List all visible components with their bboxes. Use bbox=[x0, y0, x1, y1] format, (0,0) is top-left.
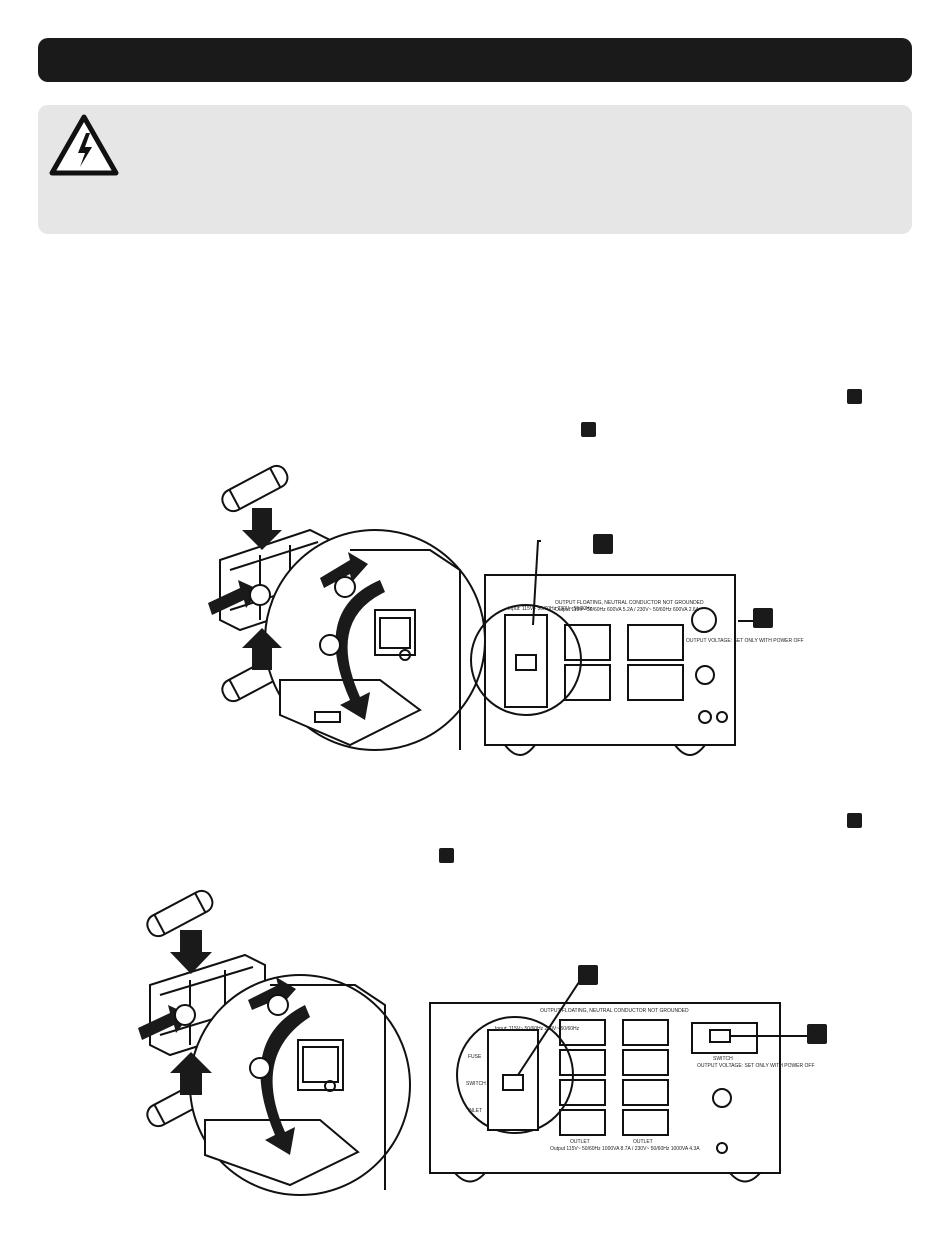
figure-1-fuse-replacement: Input: 115V~ 50/60Hz 230V~ 50/60Hz OUTPU… bbox=[208, 464, 804, 756]
electrical-hazard-icon bbox=[49, 114, 119, 176]
callout-a-fig2 bbox=[578, 965, 598, 985]
step-marker-4 bbox=[439, 848, 454, 863]
figure-2-fuse-replacement: Input: 115V~ 50/60Hz 230V~ 50/60Hz OUTPU… bbox=[138, 889, 815, 1196]
step-marker-2 bbox=[581, 422, 596, 437]
panel2-input-label: Input: 115V~ 50/60Hz 230V~ 50/60Hz bbox=[495, 1026, 580, 1032]
panel2-fuse-label: FUSE bbox=[468, 1054, 482, 1060]
voltage-selector-label: OUTPUT VOLTAGE: SET ONLY WITH POWER OFF bbox=[686, 638, 804, 644]
panel2-switch-box-label: SWITCH bbox=[713, 1056, 733, 1062]
fuse-top bbox=[221, 464, 289, 513]
callout-b-fig2 bbox=[807, 1024, 827, 1044]
callout-a-fig1 bbox=[593, 534, 613, 554]
panel-rating-text: Output 115V~ 50/60Hz 600VA 5.2A / 230V~ … bbox=[555, 607, 700, 613]
panel-input-label: Input: 115V~ 50/60Hz 230V~ 50/60Hz bbox=[508, 606, 593, 612]
panel2-selector-label: OUTPUT VOLTAGE: SET ONLY WITH POWER OFF bbox=[697, 1063, 815, 1069]
panel2-top-text: OUTPUT FLOATING, NEUTRAL CONDUCTOR NOT G… bbox=[540, 1008, 689, 1014]
panel2-switch-label: SWITCH bbox=[466, 1081, 486, 1087]
section-header-bar bbox=[38, 38, 912, 82]
panel2-outlet-label-2: OUTLET bbox=[633, 1139, 653, 1145]
callout-b-fig1 bbox=[753, 608, 773, 628]
panel-top-text: OUTPUT FLOATING, NEUTRAL CONDUCTOR NOT G… bbox=[555, 600, 704, 606]
panel2-inlet-label: INLET bbox=[468, 1108, 482, 1114]
panel2-rating-text: Output 115V~ 50/60Hz 1000VA 8.7A / 230V~… bbox=[550, 1146, 700, 1152]
panel2-outlet-label-1: OUTLET bbox=[570, 1139, 590, 1145]
step-marker-1 bbox=[847, 389, 862, 404]
warning-box bbox=[38, 105, 912, 234]
step-marker-3 bbox=[847, 813, 862, 828]
